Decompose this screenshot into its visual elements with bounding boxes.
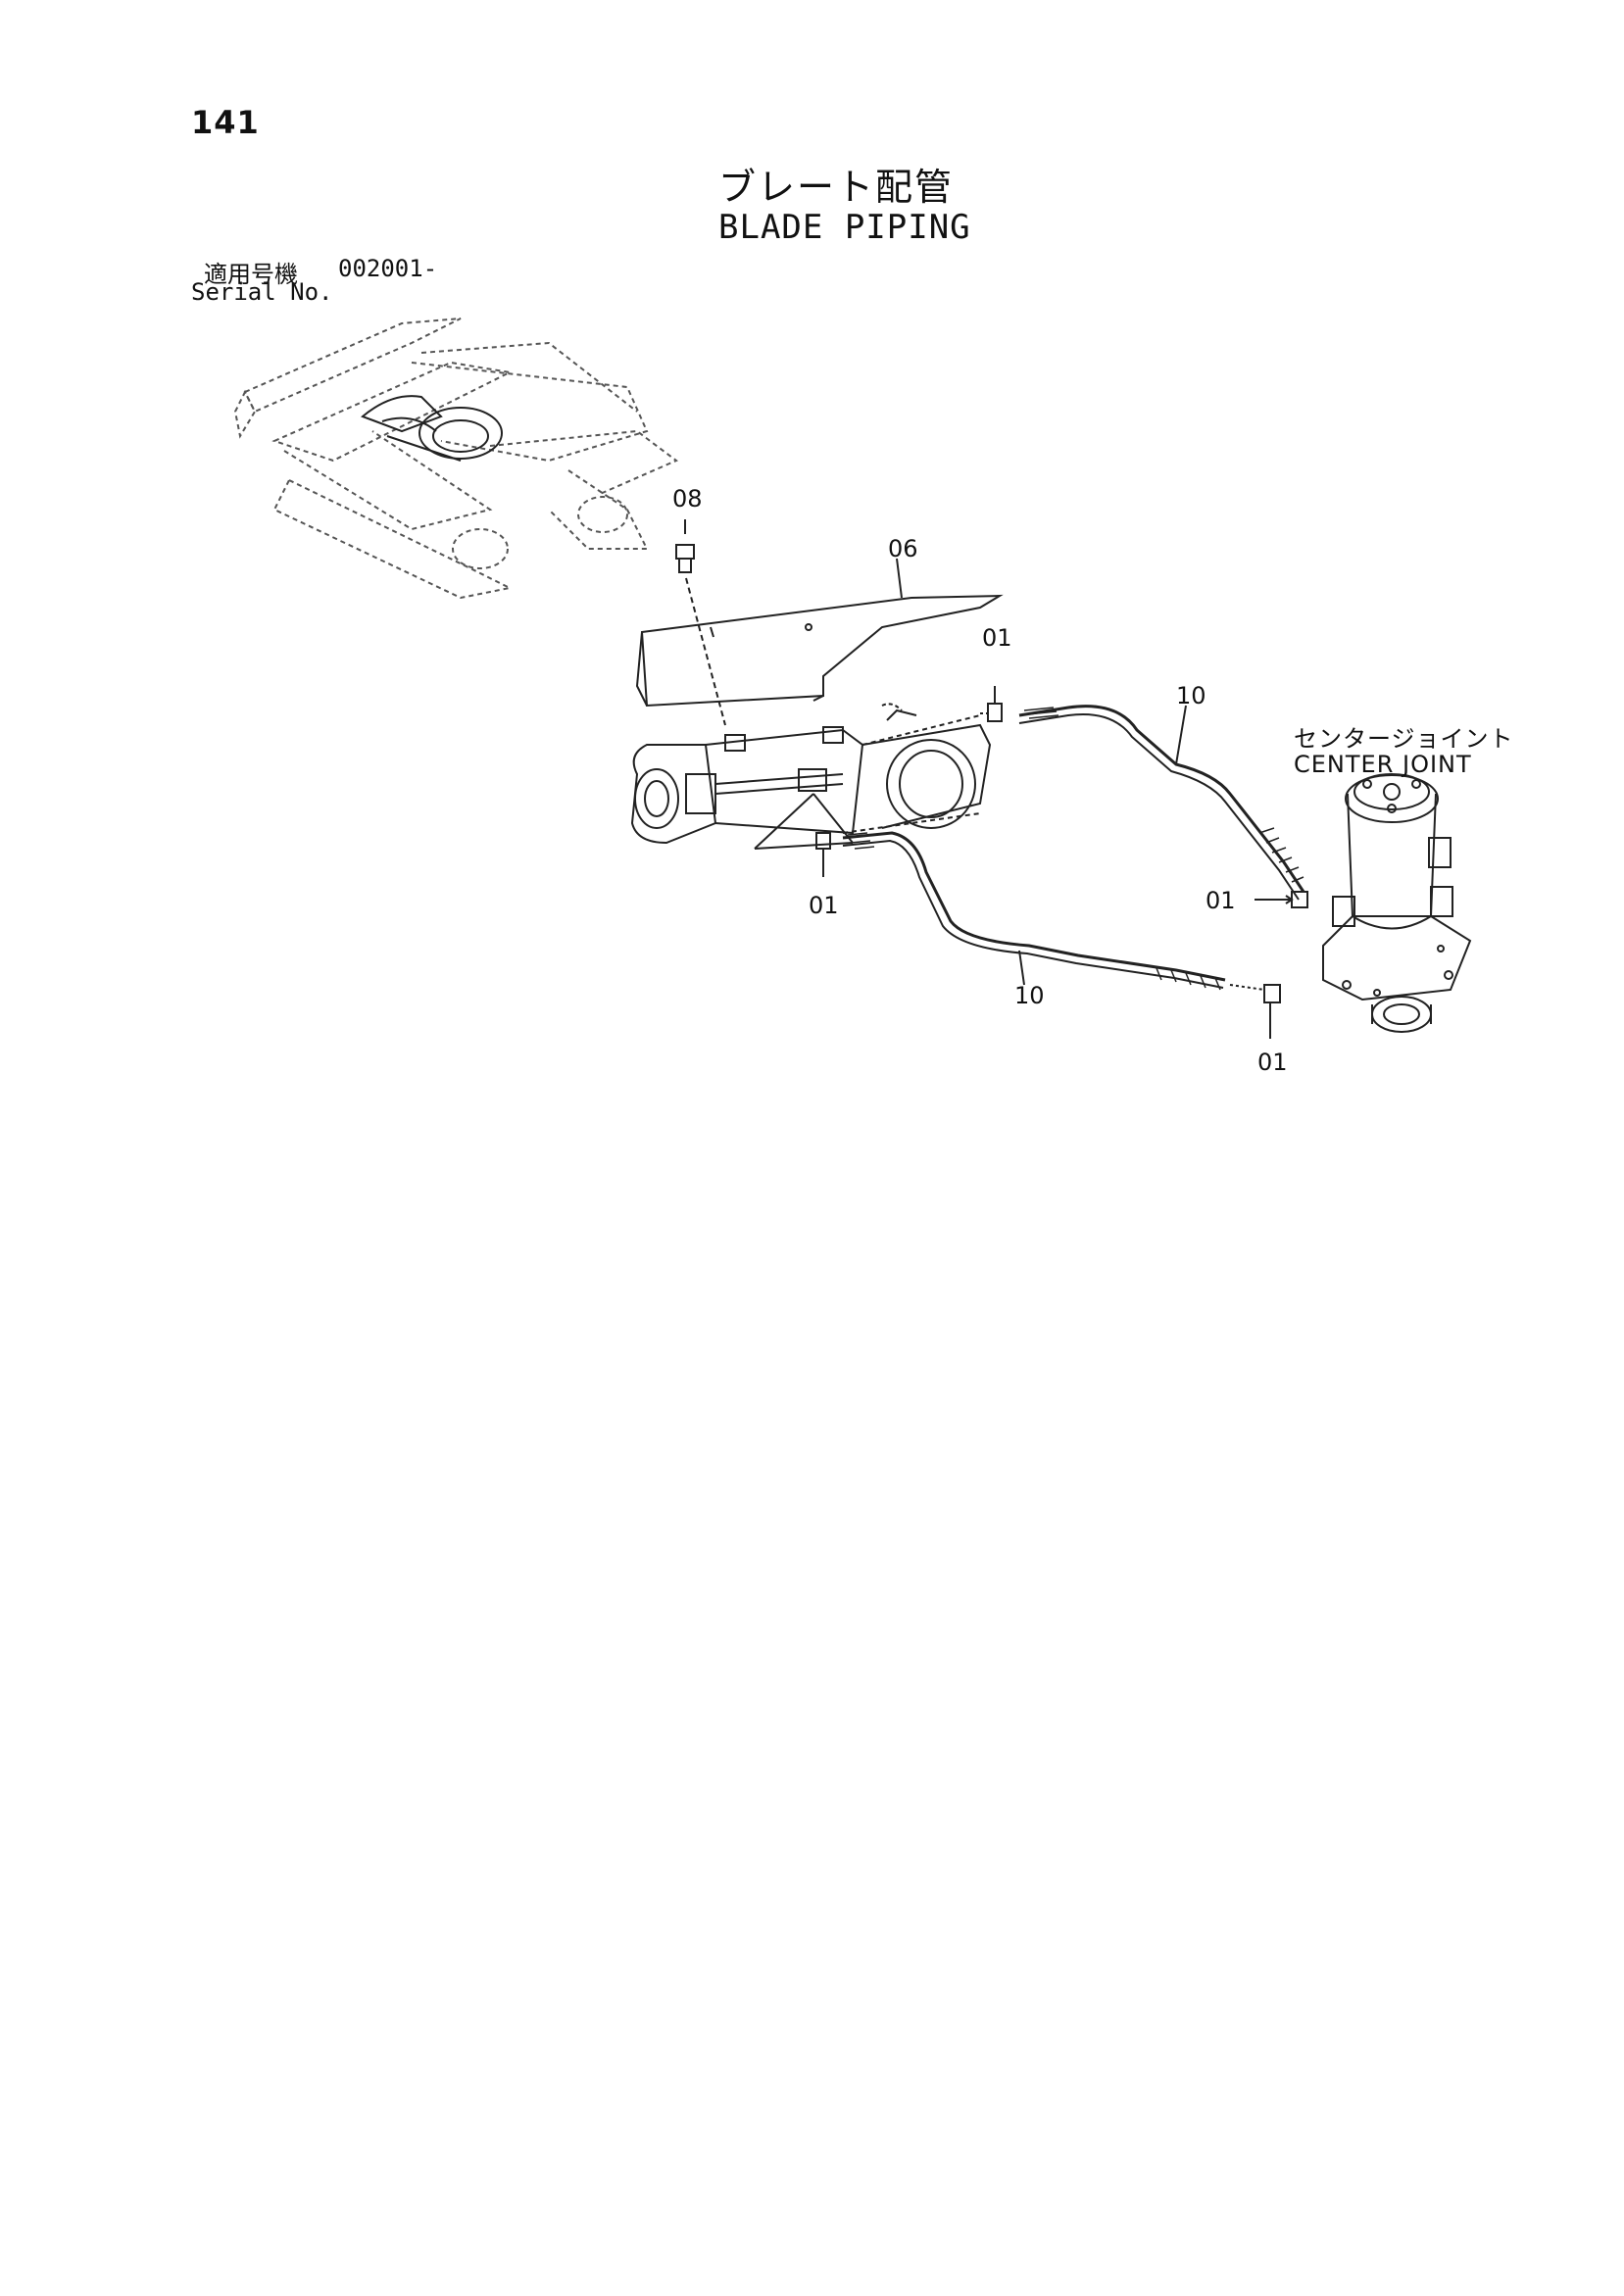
callout-fitting-bottom-right: 01 (1257, 1049, 1288, 1076)
serial-label-jp: 適用号機 (204, 261, 298, 288)
fitting-bottom-left-part (815, 832, 831, 877)
callout-bolt: 08 (672, 485, 703, 513)
page-title-jp: ブレート配管 (718, 166, 955, 209)
callout-fitting-bottom-left: 01 (809, 892, 839, 919)
hose-bottom-part (842, 831, 1226, 991)
callout-hose-top: 10 (1176, 682, 1206, 709)
bolt-part (675, 519, 726, 726)
cover-part (635, 558, 1004, 708)
page-title-en: BLADE PIPING (718, 208, 971, 247)
callout-cover: 06 (888, 535, 918, 562)
machine-overview-highlight (361, 395, 503, 462)
page-number: 141 (191, 104, 260, 141)
center-joint-label-jp: センタージョイント (1294, 725, 1514, 753)
blade-cylinder-part (630, 703, 992, 850)
callout-hose-bottom: 10 (1014, 982, 1045, 1009)
fitting-top-part (980, 686, 1003, 722)
machine-overview-sketch (233, 318, 678, 600)
center-joint-label-en: CENTER JOINT (1294, 751, 1472, 778)
serial-label-en: Serial No. (191, 278, 333, 306)
center-joint-part (1322, 773, 1472, 1033)
hose-top-part (1018, 705, 1305, 901)
callout-fitting-joint: 01 (1206, 887, 1236, 914)
fitting-joint-part (1255, 891, 1308, 908)
serial-value: 002001- (338, 255, 438, 282)
callout-fitting-top: 01 (982, 624, 1012, 652)
fitting-bottom-right-part (1229, 984, 1281, 1039)
